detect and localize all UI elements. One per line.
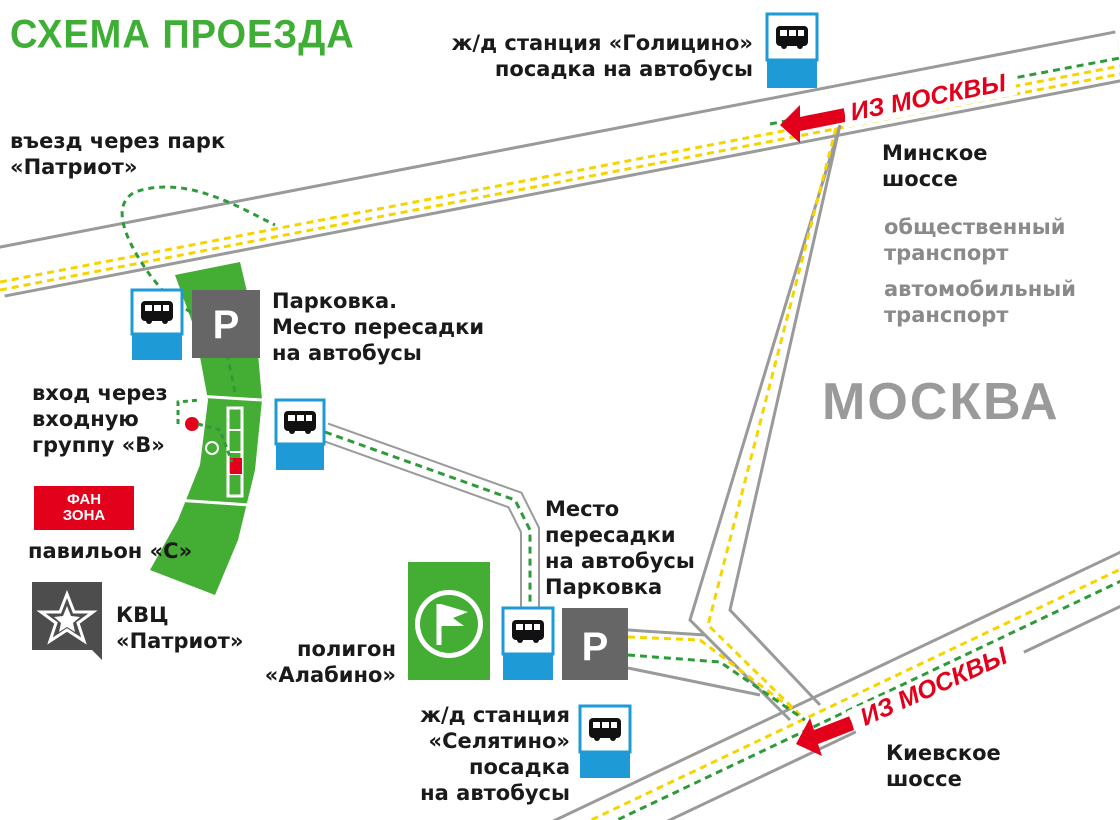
- map-title: СХЕМА ПРОЕЗДА: [10, 12, 355, 58]
- minsk-highway-label: Минское шоссе: [882, 141, 988, 191]
- parking-road: [627, 628, 806, 722]
- bus-stop-road: [274, 398, 326, 470]
- bus-icon: [589, 718, 621, 741]
- alabino-polygon: [408, 562, 490, 680]
- bus-icon: [141, 301, 173, 324]
- service-road: [321, 422, 540, 610]
- connector-road: [688, 124, 842, 722]
- parking-sign-alabino: P: [562, 608, 628, 680]
- legend-public-transport: общественный транспорт: [884, 215, 1066, 265]
- parking-transfer-label: Парковка. Место пересадки на автобусы: [272, 289, 485, 365]
- fan-zone-line1: ФАН: [66, 491, 102, 508]
- pavilion-label: павильон «С»: [28, 539, 193, 563]
- kvc-logo: [32, 582, 102, 660]
- park-entry-route: [120, 185, 276, 393]
- fan-zone-bg: [34, 486, 134, 530]
- star-icon: [36, 589, 98, 645]
- bus-stop-selyatino: [578, 704, 632, 778]
- polygon-label: полигон «Алабино»: [264, 637, 396, 687]
- city-label: МОСКВА: [822, 373, 1060, 431]
- bus-stop-park: [130, 288, 184, 360]
- bus-icon: [776, 26, 808, 49]
- legend-car-transport: автомобильный транспорт: [884, 277, 1076, 327]
- golitsyno-label: ж/д станция «Голицино» посадка на автобу…: [451, 31, 753, 81]
- parking-icon: P: [582, 625, 609, 669]
- fan-zone-badge: ФАН ЗОНА: [34, 486, 134, 530]
- arrow-bottom: [796, 636, 1028, 756]
- entrance-label: вход через входную группу «В»: [32, 381, 168, 457]
- transfer-parking-label: Место пересадки на автобусы Парковка: [545, 497, 695, 599]
- bus-stop-alabino: [501, 606, 555, 680]
- arrow-top: [780, 69, 1018, 143]
- kvc-label: КВЦ «Патриот»: [116, 603, 244, 653]
- parking-sign-park: P: [192, 290, 260, 358]
- fan-zone-line2: ЗОНА: [62, 507, 106, 524]
- kiev-highway: [552, 550, 1120, 820]
- flag-icon: [436, 604, 468, 645]
- parking-icon: P: [213, 303, 240, 347]
- bus-icon: [512, 620, 544, 643]
- bus-stop-golitsyno: [765, 12, 819, 88]
- entrance-marker: [185, 417, 199, 431]
- kiev-highway-label: Киевское шоссе: [886, 741, 1001, 791]
- park-entry-label: въезд через парк «Патриот»: [10, 129, 226, 179]
- selyatino-label: ж/д станция «Селятино» посадка на автобу…: [420, 703, 570, 805]
- bus-icon: [284, 411, 316, 434]
